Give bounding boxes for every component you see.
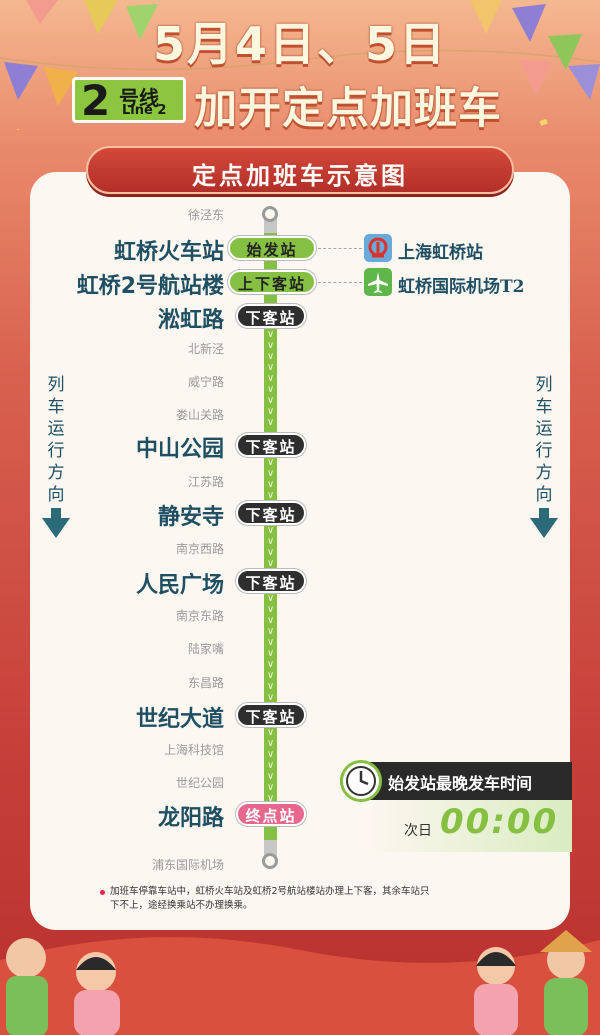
last-train-day: 次日 <box>404 823 432 839</box>
chevron-down-icon: ∨ <box>266 406 275 417</box>
line-track <box>264 213 277 861</box>
station-label: 东昌路 <box>187 676 224 690</box>
direction-label-left: 列车运行方向 <box>47 375 65 505</box>
arrow-down-icon <box>530 508 558 538</box>
station-name-major: 龙阳路 <box>157 806 224 831</box>
station-label: 威宁路 <box>187 375 224 389</box>
chevron-down-icon: ∨ <box>266 340 275 351</box>
badge-alight-only: 下客站 <box>236 304 306 328</box>
badge-alight-only: 下客站 <box>236 569 306 593</box>
transfer-label: 上海虹桥站 <box>398 243 483 263</box>
chevron-down-icon: ∨ <box>266 373 275 384</box>
line-label-en: Line 2 <box>122 103 167 118</box>
station-name-major: 静安寺 <box>157 505 224 530</box>
badge-board-alight: 上下客站 <box>228 270 316 294</box>
station-name-major: 人民广场 <box>135 573 224 598</box>
pennant-bunting-decoration <box>0 0 600 130</box>
note-bullet <box>100 890 105 895</box>
chevron-down-icon: ∨ <box>266 468 275 479</box>
station-label: 世纪公园 <box>175 776 224 790</box>
chevron-down-icon: ∨ <box>266 417 275 428</box>
transfer-connector <box>318 282 362 283</box>
chevron-down-icon: ∨ <box>266 771 275 782</box>
station-label: 徐泾东 <box>187 208 224 222</box>
badge-terminus: 终点站 <box>236 802 306 826</box>
service-note: 加班车停靠车站中，虹桥火车站及虹桥2号航站楼站办理上下客，其余车站只下不上，途经… <box>110 886 430 911</box>
headline-service: 加开定点加班车 <box>194 84 502 134</box>
badge-alight-only: 下客站 <box>236 501 306 525</box>
line-label-cn: 号线 <box>119 86 159 110</box>
station-name-major: 淞虹路 <box>157 308 224 333</box>
chevron-down-icon: ∨ <box>266 727 275 738</box>
chevron-down-icon: ∨ <box>266 681 275 692</box>
chevron-down-icon: ∨ <box>266 670 275 681</box>
chevron-down-icon: ∨ <box>266 648 275 659</box>
chevron-down-icon: ∨ <box>266 692 275 703</box>
chevron-down-icon: ∨ <box>266 626 275 637</box>
arrow-down-icon <box>42 508 70 538</box>
station-label: 江苏路 <box>187 475 224 489</box>
badge-alight-only: 下客站 <box>236 433 306 457</box>
badge-alight-only: 下客站 <box>236 703 306 727</box>
clock-icon <box>340 760 382 802</box>
banner-title: 定点加班车示意图 <box>192 162 408 190</box>
chevron-down-icon: ∨ <box>266 362 275 373</box>
line-2-badge: 2 号线 Line 2 <box>72 76 186 125</box>
chevron-down-icon: ∨ <box>266 615 275 626</box>
station-label: 南京西路 <box>175 542 224 556</box>
chevron-down-icon: ∨ <box>266 479 275 490</box>
station-label: 上海科技馆 <box>163 743 224 757</box>
line-number: 2 <box>81 76 111 125</box>
chevron-down-icon: ∨ <box>266 782 275 793</box>
chevron-down-icon: ∨ <box>266 351 275 362</box>
station-label: 娄山关路 <box>175 408 224 422</box>
chevron-down-icon: ∨ <box>266 547 275 558</box>
station-name-major: 虹桥火车站 <box>113 240 224 265</box>
station-label: 北新泾 <box>187 342 224 356</box>
airplane-icon <box>364 268 392 296</box>
headline-date: 5月4日、5日 <box>152 17 448 71</box>
section-banner: 定点加班车示意图 <box>86 146 514 194</box>
chevron-down-icon: ∨ <box>266 760 275 771</box>
station-name-major: 虹桥2号航站楼 <box>76 274 224 299</box>
terminal-node-bottom <box>262 853 278 869</box>
chevron-down-icon: ∨ <box>266 593 275 604</box>
last-train-label: 始发站最晚发车时间 <box>388 774 533 793</box>
badge-origin: 始发站 <box>228 236 316 260</box>
characters-illustration <box>0 930 600 1035</box>
chevron-down-icon: ∨ <box>266 558 275 569</box>
chevron-down-icon: ∨ <box>266 329 275 340</box>
chevron-down-icon: ∨ <box>266 749 275 760</box>
transfer-connector <box>318 248 362 249</box>
station-label: 南京东路 <box>175 609 224 623</box>
chevron-down-icon: ∨ <box>266 490 275 501</box>
chevron-down-icon: ∨ <box>266 457 275 468</box>
last-train-time: 00:00 <box>440 802 559 842</box>
station-name-major: 世纪大道 <box>135 707 224 732</box>
terminal-node-top <box>262 206 278 222</box>
transfer-label: 虹桥国际机场T2 <box>398 277 525 297</box>
station-label: 陆家嘴 <box>187 642 224 656</box>
direction-label-right: 列车运行方向 <box>535 375 553 505</box>
station-name-major: 中山公园 <box>135 437 224 462</box>
last-train-panel: 次日 00:00 <box>364 800 572 852</box>
chevron-down-icon: ∨ <box>266 525 275 536</box>
chevron-down-icon: ∨ <box>266 384 275 395</box>
chevron-down-icon: ∨ <box>266 793 275 804</box>
chevron-down-icon: ∨ <box>266 395 275 406</box>
station-label: 浦东国际机场 <box>151 858 224 872</box>
chevron-down-icon: ∨ <box>266 738 275 749</box>
rail-icon <box>364 234 392 262</box>
chevron-down-icon: ∨ <box>266 659 275 670</box>
chevron-down-icon: ∨ <box>266 604 275 615</box>
chevron-down-icon: ∨ <box>266 536 275 547</box>
chevron-down-icon: ∨ <box>266 637 275 648</box>
